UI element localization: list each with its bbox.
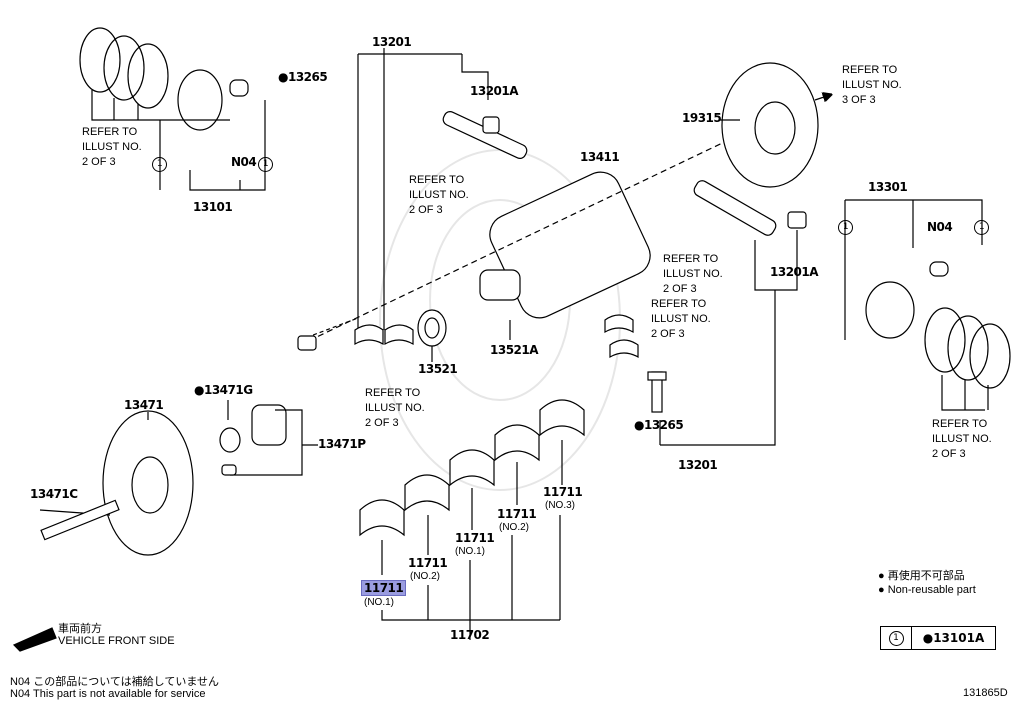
note-n04-en: N04 This part is not available for servi… — [10, 688, 206, 700]
leader-lines — [91, 90, 266, 191]
part-11711-no3-sub: (NO.3) — [545, 500, 575, 511]
circle-one-icon: 1 — [888, 630, 904, 646]
flywheel — [721, 62, 819, 188]
kit-circle-1-right-a: 1 — [838, 218, 853, 235]
part-n04-right: N04 — [927, 220, 953, 234]
part-13265-top[interactable]: ●13265 — [278, 70, 328, 84]
refer-note-flywheel: REFER TO ILLUST NO. 3 OF 3 — [842, 64, 902, 106]
part-13471g[interactable]: ●13471G — [194, 383, 253, 397]
part-13101[interactable]: 13101 — [193, 200, 233, 214]
part-11702[interactable]: 11702 — [450, 628, 490, 642]
conrod-bearing-lower — [604, 314, 639, 359]
piston-right — [865, 261, 949, 339]
crank-bearings — [359, 399, 585, 537]
front-side-en: VEHICLE FRONT SIDE — [58, 635, 175, 647]
kit-part-number[interactable]: ●13101A — [922, 631, 985, 645]
circle-one-icon: 1 — [258, 157, 273, 172]
part-11711-no1b-sub: (NO.1) — [364, 597, 394, 608]
conrod-bolt — [647, 371, 667, 413]
refer-note-right-mid1: REFER TO ILLUST NO. 2 OF 3 — [663, 253, 723, 295]
part-n04-left: N04 — [231, 155, 257, 169]
part-13411[interactable]: 13411 — [580, 150, 620, 164]
part-13201a-top[interactable]: 13201A — [470, 84, 519, 98]
part-11711-no2a[interactable]: 11711 — [497, 507, 537, 521]
part-13301[interactable]: 13301 — [868, 180, 908, 194]
piston-rings-right — [924, 307, 1011, 389]
vehicle-front-arrow — [12, 627, 57, 652]
part-13521[interactable]: 13521 — [418, 362, 458, 376]
part-11711-no2b[interactable]: 11711 — [408, 556, 448, 570]
legend-non-reusable-jp: ● 再使用不可部品 — [878, 570, 965, 582]
note-n04-jp: N04 この部品については補給していません — [10, 676, 220, 688]
part-13521a[interactable]: 13521A — [490, 343, 539, 357]
kit-circle-1-right-b: 1 — [974, 218, 989, 235]
kit-symbol-cell: 1 — [881, 627, 912, 649]
circle-one-icon: 1 — [838, 220, 853, 235]
kit-reference-box: 1 ●13101A — [880, 626, 996, 650]
refer-note-right-piston: REFER TO ILLUST NO. 2 OF 3 — [932, 418, 992, 460]
part-11711-no2b-sub: (NO.2) — [410, 571, 440, 582]
part-19315[interactable]: 19315 — [682, 111, 722, 125]
refer-note-center-top: REFER TO ILLUST NO. 2 OF 3 — [409, 174, 469, 216]
refer-note-center-bottom: REFER TO ILLUST NO. 2 OF 3 — [365, 387, 425, 429]
front-side-jp: 車両前方 — [58, 623, 102, 635]
part-13471c[interactable]: 13471C — [30, 487, 78, 501]
piston-rings-left — [79, 27, 169, 109]
kit-circle-1-left-a: 1 — [152, 155, 167, 172]
circle-one-icon: 1 — [152, 157, 167, 172]
crank-pulley — [102, 410, 194, 556]
bolt-13265 — [297, 335, 317, 351]
part-13201-top[interactable]: 13201 — [372, 35, 412, 49]
illustration-id: 131865D — [963, 687, 1008, 699]
part-11711-no3[interactable]: 11711 — [543, 485, 583, 499]
part-13265-bottom[interactable]: ●13265 — [634, 418, 684, 432]
part-11711-no1b-highlighted[interactable]: 11711 — [361, 580, 407, 596]
conrod-right — [693, 180, 807, 236]
part-11711-no1a[interactable]: 11711 — [455, 531, 495, 545]
part-13471p[interactable]: 13471P — [318, 437, 366, 451]
pulley-sprocket — [251, 404, 287, 446]
piston-left — [177, 69, 249, 131]
part-11711-no1a-sub: (NO.1) — [455, 546, 485, 557]
part-13201-bottom[interactable]: 13201 — [678, 458, 718, 472]
kit-circle-1-left-b: 1 — [258, 155, 273, 172]
part-13201a-right[interactable]: 13201A — [770, 265, 819, 279]
o-ring — [219, 427, 241, 453]
conrod-top — [442, 111, 528, 159]
crankshaft — [299, 124, 761, 346]
refer-note-left-piston: REFER TO ILLUST NO. 2 OF 3 — [82, 126, 142, 168]
main-bearing-top — [354, 324, 414, 346]
legend-non-reusable-en: ● Non-reusable part — [878, 584, 976, 596]
pulley-bolt — [40, 499, 120, 541]
refer-note-right-mid2: REFER TO ILLUST NO. 2 OF 3 — [651, 298, 711, 340]
oil-seal — [417, 309, 447, 347]
circle-one-icon: 1 — [974, 220, 989, 235]
part-11711-no2a-sub: (NO.2) — [499, 522, 529, 533]
part-13471[interactable]: 13471 — [124, 398, 164, 412]
